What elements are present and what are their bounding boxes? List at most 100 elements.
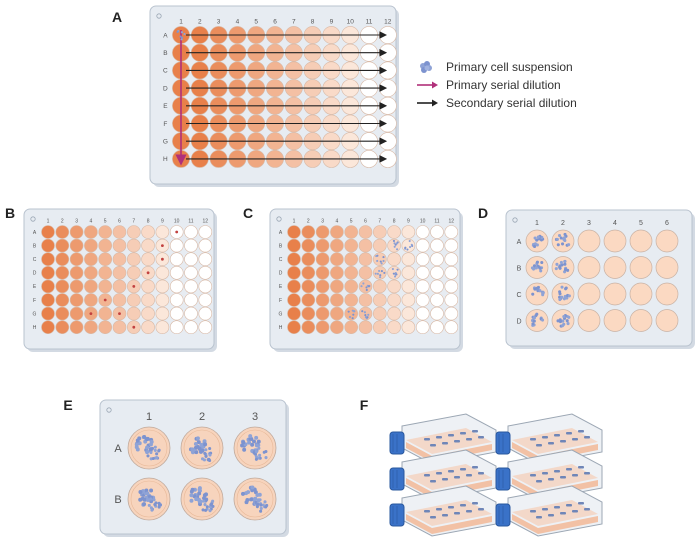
well [301, 279, 316, 294]
well [41, 225, 55, 239]
cell-layer [466, 474, 472, 477]
well [112, 225, 127, 239]
cell-layer [530, 438, 536, 441]
cell [202, 499, 206, 503]
cell [532, 316, 536, 320]
cell [263, 500, 267, 504]
cell [560, 285, 564, 289]
colony-cluster [531, 234, 545, 248]
column-label: 2 [61, 219, 64, 225]
cell [246, 490, 251, 495]
well [401, 252, 416, 267]
well [141, 238, 155, 253]
column-label: 8 [311, 18, 315, 25]
cell [208, 446, 212, 451]
cell [351, 317, 354, 320]
cell-layer [430, 480, 436, 483]
well [169, 252, 184, 267]
panel-label-d: D [478, 205, 488, 221]
legend-label: Primary cell suspension [446, 60, 573, 74]
well [184, 293, 198, 307]
legend-item-primary-cell-suspension: Primary cell suspension [414, 58, 674, 76]
colony-cluster [147, 497, 162, 512]
well [301, 306, 316, 321]
well-inner-ring [183, 480, 221, 518]
row-label: D [516, 319, 521, 326]
cell [258, 498, 262, 502]
column-label: 11 [188, 219, 193, 225]
well [358, 252, 373, 267]
cell [257, 492, 262, 497]
well [84, 265, 98, 280]
cell [563, 232, 567, 236]
magenta-arrow-icon [417, 81, 438, 89]
cell [149, 497, 153, 501]
cell [256, 503, 260, 507]
cell [247, 440, 252, 445]
well [141, 252, 155, 267]
cell [206, 458, 210, 462]
cell [379, 276, 382, 279]
well [301, 293, 316, 307]
row-label: H [163, 156, 168, 163]
cell [145, 491, 150, 496]
cell-layer [560, 476, 566, 479]
well [155, 293, 170, 307]
well [41, 279, 55, 294]
well [127, 225, 141, 239]
well [415, 306, 430, 321]
flask-media-surface [406, 464, 492, 490]
well [430, 293, 444, 307]
well [525, 282, 549, 306]
well [198, 238, 213, 253]
single-cell-marker [118, 312, 121, 315]
well-inner-ring [236, 429, 274, 467]
cell-layer [466, 438, 472, 441]
cell [149, 506, 153, 510]
cell-layer [554, 470, 560, 473]
column-label: 4 [236, 18, 240, 25]
well [112, 293, 127, 307]
cell-layer [472, 430, 478, 433]
row-label: B [163, 50, 167, 57]
cell-layer [424, 438, 430, 441]
cell [258, 453, 262, 457]
well [169, 293, 184, 307]
cell [205, 505, 209, 509]
cell [374, 272, 377, 275]
well [315, 320, 330, 335]
well [55, 306, 70, 321]
well [55, 279, 70, 294]
well [430, 279, 444, 294]
cell [190, 447, 195, 452]
colony-cluster [188, 436, 208, 455]
well [551, 256, 575, 279]
plate-notch [156, 13, 162, 19]
cell [379, 274, 382, 277]
cell [155, 452, 159, 456]
cell [361, 310, 364, 313]
cell [262, 450, 266, 454]
cell [376, 259, 379, 263]
cell [532, 264, 537, 268]
well [344, 225, 359, 239]
well [112, 265, 127, 280]
cell-layer [454, 512, 460, 515]
well [287, 252, 301, 267]
well [315, 225, 330, 239]
cell [391, 267, 394, 271]
cell [254, 443, 259, 448]
well [84, 252, 98, 267]
cell [240, 443, 245, 448]
cell [180, 36, 184, 39]
legend-label: Secondary serial dilution [446, 96, 577, 110]
culture-flask [495, 485, 603, 537]
cell [554, 267, 558, 271]
cell [394, 243, 397, 246]
cell [204, 448, 208, 452]
well [287, 265, 301, 280]
cell [565, 319, 569, 323]
plate-notch [106, 407, 112, 413]
cell [558, 266, 562, 270]
column-label: 5 [639, 220, 643, 227]
